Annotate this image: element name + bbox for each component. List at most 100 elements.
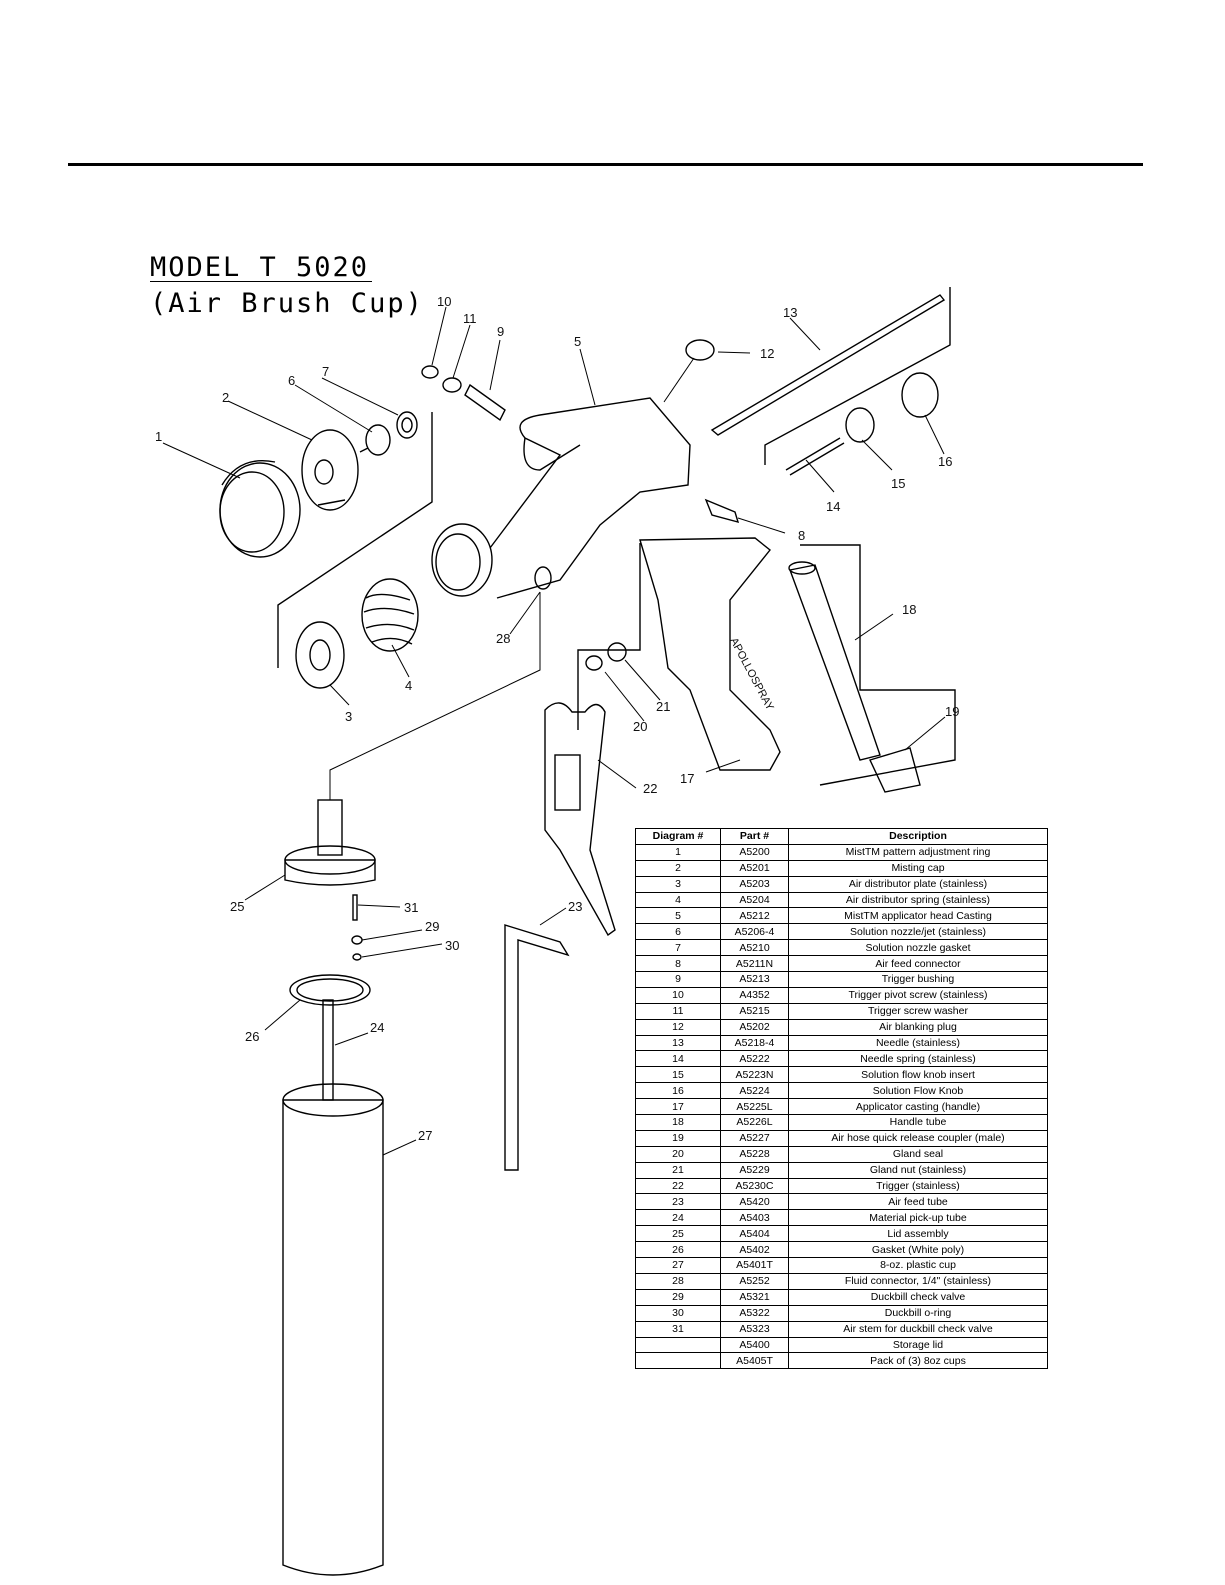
cell-description: Pack of (3) 8oz cups — [788, 1352, 1048, 1370]
cell-diagram-number: 10 — [635, 986, 721, 1004]
cell-part-number: A5400 — [720, 1336, 789, 1354]
cell-diagram-number: 11 — [635, 1002, 721, 1020]
parts-table-header: Diagram # Part # Description — [635, 828, 1048, 845]
cell-diagram-number: 17 — [635, 1098, 721, 1116]
distributor-spring-part — [361, 578, 419, 652]
handle-brand-text: APOLLOSPRAY — [727, 636, 776, 713]
cell-diagram-number: 24 — [635, 1209, 721, 1227]
cell-diagram-number: 4 — [635, 891, 721, 909]
cell-part-number: A5211N — [720, 955, 789, 973]
cell-description: Air stem for duckbill check valve — [788, 1320, 1048, 1338]
callout-23: 23 — [568, 899, 582, 914]
cell-part-number: A5202 — [720, 1018, 789, 1036]
cell-part-number: A5204 — [720, 891, 789, 909]
cell-description: Air blanking plug — [788, 1018, 1048, 1036]
cell-part-number: A5210 — [720, 939, 789, 957]
header-part-number: Part # — [720, 828, 789, 845]
callout-22: 22 — [643, 781, 657, 796]
callout-15: 15 — [891, 476, 905, 491]
cell-part-number: A5218-4 — [720, 1034, 789, 1052]
gland-seal-part — [585, 655, 603, 671]
cell-diagram-number: 9 — [635, 971, 721, 988]
pickup-tube-part — [322, 999, 334, 1101]
cell-part-number: A5323 — [720, 1320, 789, 1338]
distributor-plate-part — [295, 621, 345, 689]
cell-diagram-number: 30 — [635, 1304, 721, 1322]
cell-part-number: A5224 — [720, 1082, 789, 1100]
callout-2: 2 — [222, 390, 229, 405]
cell-part-number: A5215 — [720, 1002, 789, 1020]
cell-diagram-number: 29 — [635, 1288, 721, 1306]
trigger-part — [544, 702, 616, 937]
cell-description: Gasket (White poly) — [788, 1241, 1048, 1259]
cell-diagram-number: 19 — [635, 1129, 721, 1147]
callout-3: 3 — [345, 709, 352, 724]
cell-description: Air distributor spring (stainless) — [788, 891, 1048, 909]
cell-description: Trigger (stainless) — [788, 1177, 1048, 1195]
solution-nozzle-part — [359, 424, 391, 456]
model-subtitle: (Air Brush Cup) — [150, 288, 424, 319]
cell-part-number: A4352 — [720, 986, 789, 1004]
cell-diagram-number: 22 — [635, 1177, 721, 1195]
cell-description: Solution Flow Knob — [788, 1082, 1048, 1100]
callout-7: 7 — [322, 364, 329, 379]
callout-11: 11 — [463, 311, 477, 326]
cell-description: MistTM applicator head Casting — [788, 907, 1048, 925]
cell-part-number: A5227 — [720, 1129, 789, 1147]
cell-part-number: A5228 — [720, 1145, 789, 1163]
callout-20: 20 — [633, 719, 647, 734]
handle-casting-part — [639, 537, 781, 771]
cell-diagram-number: 2 — [635, 859, 721, 877]
callout-4: 4 — [405, 678, 412, 693]
cell-description: Solution nozzle gasket — [788, 939, 1048, 957]
cell-part-number: A5212 — [720, 907, 789, 925]
callout-28: 28 — [496, 631, 510, 646]
air-blanking-plug-part — [685, 339, 715, 361]
cell-description: Lid assembly — [788, 1225, 1048, 1243]
model-title: MODEL T 5020 — [150, 252, 370, 283]
fluid-connector-part — [534, 566, 552, 590]
cell-description: Solution nozzle/jet (stainless) — [788, 923, 1048, 941]
cell-part-number: A5230C — [720, 1177, 789, 1195]
cell-part-number: A5402 — [720, 1241, 789, 1259]
cell-description: Trigger pivot screw (stainless) — [788, 986, 1048, 1004]
cell-description: Handle tube — [788, 1114, 1048, 1131]
cell-part-number: A5226L — [720, 1114, 789, 1131]
callout-13: 13 — [783, 305, 797, 320]
callout-16: 16 — [938, 454, 952, 469]
cell-part-number: A5213 — [720, 971, 789, 988]
callout-24: 24 — [370, 1020, 384, 1035]
cell-description: Solution flow knob insert — [788, 1066, 1048, 1084]
gland-nut-part — [607, 642, 627, 662]
cell-description: Air feed connector — [788, 955, 1048, 973]
cell-diagram-number: 13 — [635, 1034, 721, 1052]
cell-description: Misting cap — [788, 859, 1048, 877]
cell-part-number: A5252 — [720, 1272, 789, 1290]
cell-diagram-number: 7 — [635, 939, 721, 957]
plastic-cup-part — [282, 1083, 384, 1576]
cell-description: Storage lid — [788, 1336, 1048, 1354]
callout-21: 21 — [656, 699, 670, 714]
cell-diagram-number: 21 — [635, 1161, 721, 1179]
cell-part-number: A5322 — [720, 1304, 789, 1322]
cell-diagram-number: 15 — [635, 1066, 721, 1084]
air-feed-connector-part — [704, 498, 740, 524]
